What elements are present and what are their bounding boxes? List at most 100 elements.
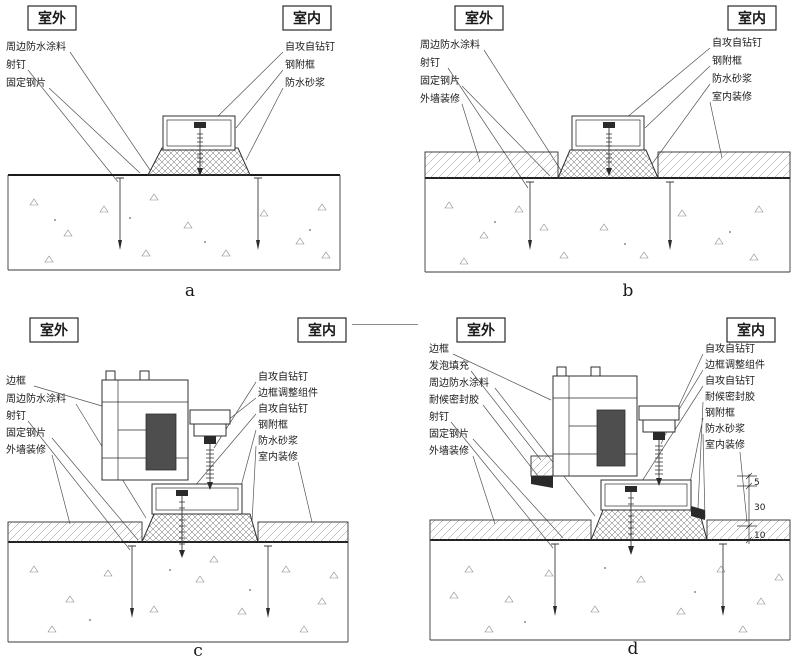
room-labels: 室外 室内 [29,317,347,343]
indoor-label: 室内 [293,10,321,27]
outdoor-label: 室外 [465,10,493,27]
callouts-left: 边框 发泡填充 周边防水涂料 耐候密封胶 射钉 固定钢片 外墙装修 [429,342,596,549]
panel-c: 室外 室内 边框 周边防水涂料 射钉 固定钢片 外墙装修 自攻自钻钉 边框调整组… [0,310,400,660]
callouts-right: 自攻自钻钉 钢附框 防水砂浆 [205,40,335,161]
detail-drawing-b: 室外 室内 周边防水涂料 射钉 固定钢片 外墙装修 自攻自钻钉 钢附框 防水砂浆… [420,5,791,301]
callout-waterproof-coating: 周边防水涂料 [429,376,489,389]
leader-lines-right [613,47,723,165]
self-drilling-screw-upper [655,440,663,486]
indoor-label-box [297,317,347,343]
callout-weather-sealant-right: 耐候密封胶 [705,390,755,403]
callout-waterproof-coating: 周边防水涂料 [6,40,66,53]
detail-drawing-d: 室外 室内 边框 发泡填充 周边防水涂料 耐候密封胶 射钉 固定钢片 外墙装修 … [429,317,791,659]
steel-subframe [162,115,236,151]
callouts-right: 自攻自钻钉 边框调整组件 自攻自钻钉 耐候密封胶 钢附框 防水砂浆 室内装修 [634,342,765,523]
callouts-left: 周边防水涂料 射钉 固定钢片 外墙装修 [420,38,563,189]
steel-subframe [151,483,243,515]
callout-self-drilling-screw: 自攻自钻钉 [712,36,762,49]
callout-fixing-steel-plate: 固定钢片 [429,427,469,440]
room-labels: 室外 室内 [456,317,776,343]
callout-steel-subframe: 钢附框 [712,54,742,67]
finish-band-right [257,521,349,543]
callouts-left: 周边防水涂料 射钉 固定钢片 [6,40,151,183]
self-drilling-screw-upper [206,444,214,490]
concrete-aggregate [29,193,331,263]
self-drilling-screw [194,122,206,176]
mortar-bed [141,513,259,543]
callout-shot-nail: 射钉 [420,57,440,69]
leader-lines-left [447,49,563,189]
finish-band-left [7,521,143,543]
callout-interior-finish: 室内装修 [258,450,298,463]
anchor-nail-left [551,543,559,616]
concrete-aggregate [29,555,339,633]
weather-sealant-right [691,506,705,520]
callouts-left: 边框 周边防水涂料 射钉 固定钢片 外墙装修 [6,374,147,551]
callout-waterproof-mortar: 防水砂浆 [705,422,745,435]
room-labels: 室外 室内 [27,5,332,31]
callout-steel-subframe: 钢附框 [705,406,735,419]
wall-section [429,539,791,641]
room-labels: 室外 室内 [454,5,777,31]
leader-lines-right [187,381,313,523]
indoor-label-box [282,5,332,31]
callout-exterior-finish: 外墙装修 [429,444,469,457]
self-drilling-screw [603,122,615,176]
callout-frame: 边框 [429,342,449,355]
callouts-right: 自攻自钻钉 边框调整组件 自攻自钻钉 钢附框 防水砂浆 室内装修 [187,370,318,523]
panel-a: 室外 室内 周边防水涂料 射钉 固定钢片 自攻自钻钉 钢附框 防水砂浆 [0,0,395,305]
self-drilling-screw-lower [625,486,637,555]
frame-adjustment-component [638,405,680,440]
detail-drawing-c: 室外 室内 边框 周边防水涂料 射钉 固定钢片 外墙装修 自攻自钻钉 边框调整组… [6,317,349,660]
outdoor-label-box [29,317,79,343]
steel-subframe [571,115,645,151]
outdoor-label: 室外 [40,322,68,339]
aluminum-frame [552,366,638,477]
outdoor-label-box [454,5,504,31]
foam-filling [530,455,554,477]
dimension-label-3: 10 [754,531,766,541]
wall-section [424,177,791,273]
callout-steel-subframe: 钢附框 [258,418,288,431]
dimension-lines: 5 30 10 [737,472,766,544]
callout-fixing-steel-plate: 固定钢片 [6,426,46,439]
callout-weather-sealant-left: 耐候密封胶 [429,393,479,406]
leader-lines-left [27,51,151,183]
callout-self-drilling-screw-lower: 自攻自钻钉 [258,402,308,415]
aluminum-frame [101,370,189,481]
finish-band-right [706,519,791,541]
wall-section [7,174,341,271]
callout-frame-adjustment-component: 边框调整组件 [258,386,318,399]
outdoor-label: 室外 [467,322,495,339]
panel-connector-line [352,324,418,325]
indoor-label: 室内 [737,322,765,339]
callout-shot-nail: 射钉 [429,411,449,423]
mortar-bed [590,509,708,541]
outdoor-label: 室外 [38,10,66,27]
weather-sealant-left [531,476,553,488]
mortar-bed [147,147,251,176]
callout-fixing-steel-plate: 固定钢片 [6,76,46,89]
caption-d: d [628,639,639,659]
callout-self-drilling-screw-upper: 自攻自钻钉 [258,370,308,383]
callout-interior-finish: 室内装修 [712,90,752,103]
outdoor-label-box [456,317,506,343]
callout-waterproof-coating: 周边防水涂料 [6,392,66,405]
thermal-break-block [145,413,177,471]
indoor-label-box [727,5,777,31]
indoor-label-box [726,317,776,343]
anchor-nail-right [264,545,272,618]
concrete-aggregate [444,201,764,265]
callout-exterior-finish: 外墙装修 [420,92,460,105]
anchor-nail-left [116,177,124,250]
mortar-bed [557,149,659,179]
callout-waterproof-mortar: 防水砂浆 [258,434,298,447]
callout-self-drilling-screw: 自攻自钻钉 [285,40,335,53]
anchor-nail-left [128,545,136,618]
callout-self-drilling-screw-lower: 自攻自钻钉 [705,374,755,387]
anchor-nail-right [719,543,727,616]
callout-self-drilling-screw-upper: 自攻自钻钉 [705,342,755,355]
callout-waterproof-mortar: 防水砂浆 [712,72,752,85]
finish-band-left [429,519,592,541]
